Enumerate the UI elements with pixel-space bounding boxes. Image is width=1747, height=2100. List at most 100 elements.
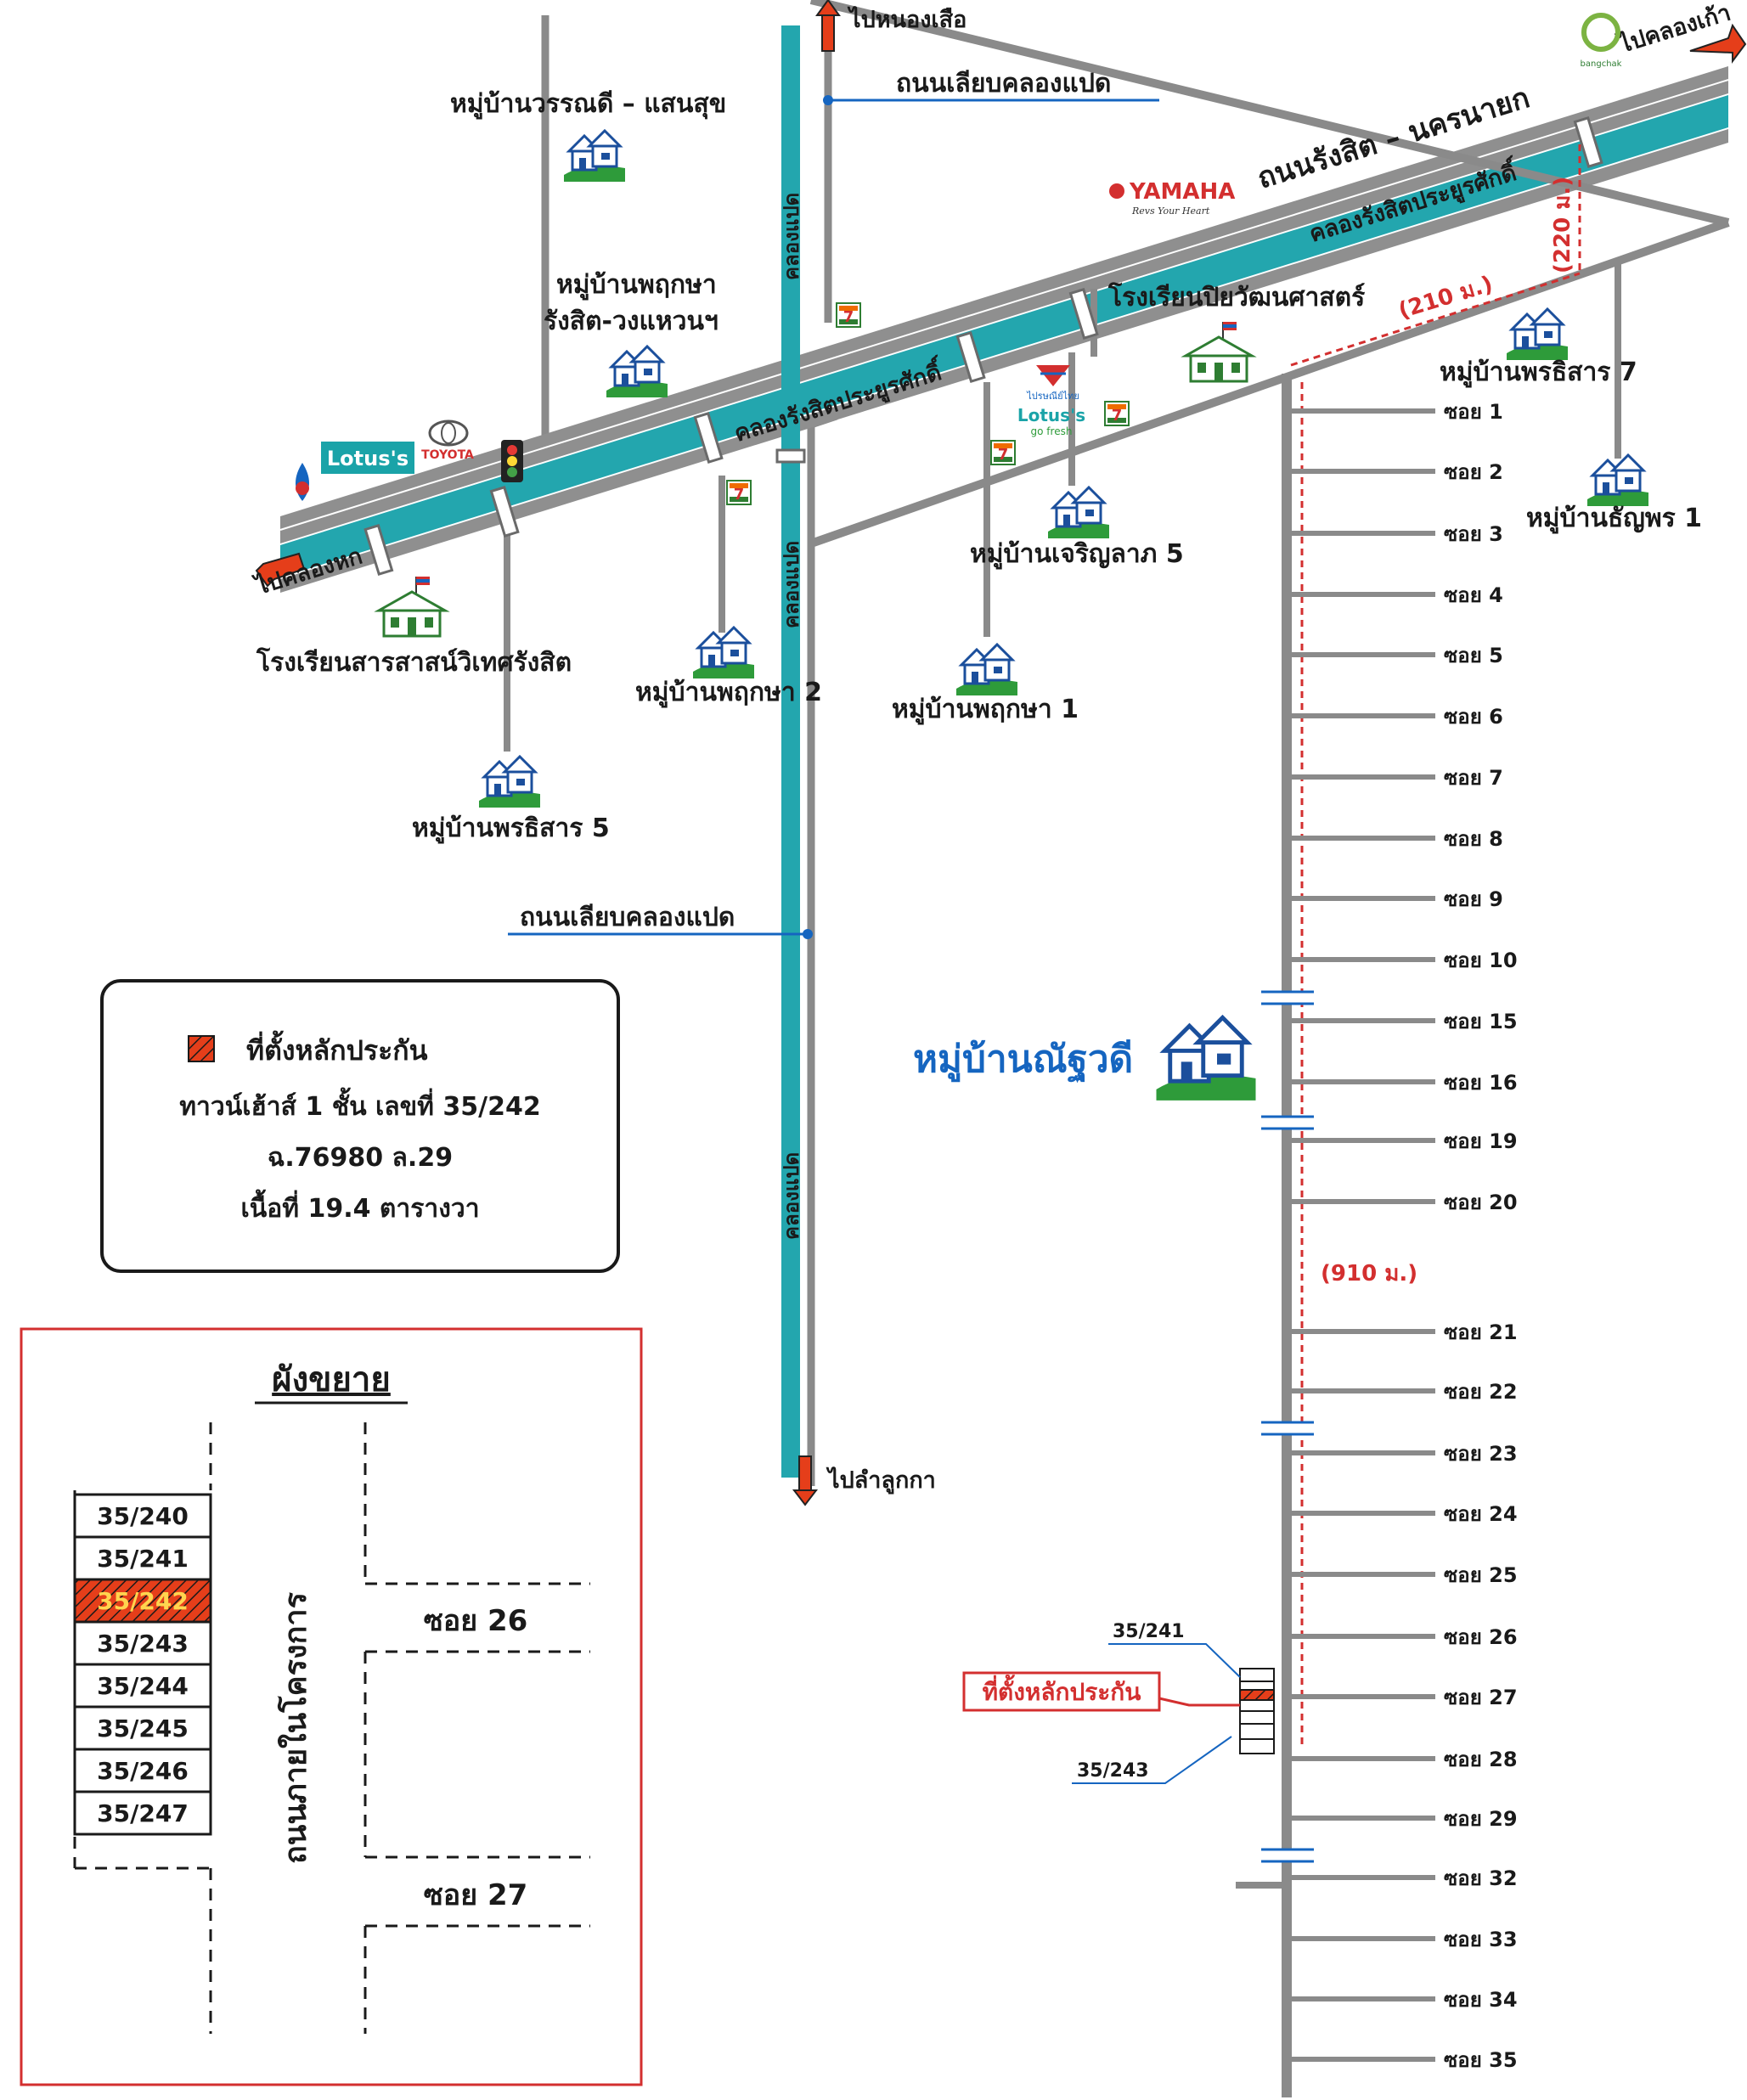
place-pornthisarn7: หมู่บ้านพรธิสาร 7	[1440, 358, 1637, 388]
place-varandee: หมู่บ้านวรรณดี – แสนสุข	[450, 89, 726, 120]
yamaha-logo: YAMAHA Revs Your Heart	[1109, 179, 1235, 217]
inset-map: ผังขยาย 35/240 35/241 35/242 35/243 35/244 35…	[20, 1327, 643, 2086]
frontage-road	[280, 129, 1728, 593]
bangchak-logo: bangchak	[1581, 13, 1622, 69]
lotus-logo-right: Lotus's go fresh	[1017, 405, 1085, 437]
lotus-logo-left: Lotus's	[321, 442, 414, 474]
soi-label: ซอย 4	[1444, 583, 1503, 607]
arrow-east-icon	[1689, 23, 1747, 64]
soi-label: ซอย 28	[1444, 1748, 1518, 1771]
arrow-south-icon	[792, 1455, 819, 1506]
inset-soi26: ซอย 26	[424, 1604, 528, 1638]
svg-text:Lotus's: Lotus's	[327, 447, 409, 470]
soi-label: ซอย 1	[1444, 400, 1503, 424]
place-school-piyawat: โรงเรียนปิยวัฒนศาสตร์	[1107, 281, 1365, 312]
arrow-west-icon	[255, 552, 306, 588]
inset-unit	[73, 1620, 212, 1666]
info-box-title: ที่ตั้งหลักประกัน	[246, 1030, 428, 1067]
ptt-logo	[296, 463, 309, 501]
inset-unit	[73, 1748, 212, 1793]
info-box: ที่ตั้งหลักประกัน ทาวน์เฮ้าส์ 1 ชั้น เลข…	[100, 979, 620, 1273]
soi-label: ซอย 8	[1444, 827, 1503, 851]
inset-unit-label: 35/243	[97, 1630, 189, 1658]
inset-unit	[73, 1493, 212, 1539]
soi-label: ซอย 26	[1444, 1625, 1518, 1649]
plot-marker-below: 35/243	[1077, 1760, 1149, 1782]
svg-text:ไปรษณีย์ไทย: ไปรษณีย์ไทย	[1026, 391, 1079, 402]
place-pruksa-rangsit-line1: หมู่บ้านพฤกษา	[556, 270, 717, 301]
place-pruksa-rangsit-line2: รังสิต-วงแหวนฯ	[544, 307, 719, 336]
inset-unit	[73, 1790, 212, 1836]
bridges	[363, 115, 1603, 577]
road-break-markers	[1261, 990, 1314, 1863]
inset-soi27: ซอย 27	[424, 1878, 528, 1912]
inset-inner-road: ถนนภายในโครงการ	[277, 1591, 313, 1864]
soi-label: ซอย 24	[1444, 1502, 1518, 1526]
inset-unit	[73, 1535, 212, 1581]
thailand-post-logo: ไปรษณีย์ไทย	[1026, 365, 1079, 402]
traffic-light-icon	[501, 440, 523, 482]
plot-marker	[1239, 1668, 1275, 1754]
distance-910: (910 ม.)	[1321, 1261, 1417, 1286]
place-nattawadee: หมู่บ้านณัฐวดี	[913, 1038, 1133, 1083]
arrow-north-icon	[815, 0, 841, 52]
khlong8-label-2: คลองแปด	[780, 541, 803, 628]
soi-label: ซอย 34	[1444, 1988, 1518, 2012]
inset-unit	[73, 1663, 212, 1709]
khlong8-label-1: คลองแปด	[780, 193, 803, 280]
distance-220: (220 ม.)	[1550, 177, 1575, 273]
soi-label: ซอย 20	[1444, 1191, 1518, 1214]
svg-text:Revs Your Heart: Revs Your Heart	[1131, 205, 1210, 217]
soi-label: ซอย 19	[1444, 1129, 1518, 1153]
direction-south-label: ไปลำลูกกา	[826, 1467, 936, 1495]
soi-label: ซอย 29	[1444, 1807, 1518, 1831]
soi-label: ซอย 15	[1444, 1010, 1518, 1033]
soi-label: ซอย 25	[1444, 1563, 1518, 1587]
soi-branches: ซอย 1 ซอย 2 ซอย 3 ซอย 4 ซอย 5 ซอย 6 ซอย 7 ซอย 8…	[1287, 400, 1518, 2072]
place-pornthisarn5: หมู่บ้านพรธิสาร 5	[412, 814, 610, 844]
inset-unit-label: 35/244	[97, 1672, 189, 1700]
soi-label: ซอย 6	[1444, 705, 1503, 729]
inset-unit-label: 35/240	[97, 1502, 189, 1530]
inset-unit-label: 35/242	[97, 1587, 189, 1615]
toyota-logo: TOYOTA	[421, 419, 474, 462]
canal-khlong8	[781, 25, 800, 1478]
soi-label: ซอย 3	[1444, 522, 1503, 546]
soi-label: ซอย 2	[1444, 460, 1503, 484]
soi-label: ซอย 9	[1444, 887, 1503, 911]
khlong8-label-3: คลองแปด	[780, 1152, 803, 1240]
soi-label: ซอย 32	[1444, 1866, 1518, 1890]
soi-label: ซอย 21	[1444, 1320, 1518, 1344]
soi-label: ซอย 7	[1444, 766, 1503, 790]
canal-rangsit-prayoonsak	[280, 95, 1728, 577]
road-khlong8-south	[807, 412, 838, 1486]
place-charoenlap5: หมู่บ้านเจริญลาภ 5	[970, 539, 1184, 570]
svg-text:go fresh: go fresh	[1031, 425, 1073, 437]
info-box-line2: ฉ.76980 ล.29	[268, 1143, 453, 1173]
inset-unit-highlight	[73, 1578, 212, 1624]
info-box-line3: เนื้อที่ 19.4 ตารางวา	[240, 1189, 479, 1224]
soi-label: ซอย 5	[1444, 644, 1503, 667]
inset-unit-label: 35/241	[97, 1545, 189, 1573]
direction-north-label: ไปหนองเสือ	[847, 6, 966, 33]
place-school-sarasas: โรงเรียนสารสาสน์วิเทศรังสิต	[256, 646, 572, 678]
soi-label: ซอย 27	[1444, 1686, 1518, 1709]
svg-text:Lotus's: Lotus's	[1017, 405, 1085, 425]
inset-unit-label: 35/246	[97, 1757, 189, 1785]
inset-title: ผังขยาย	[272, 1360, 391, 1399]
inset-unit-label: 35/247	[97, 1799, 189, 1827]
soi-label: ซอย 23	[1444, 1442, 1518, 1466]
soi-label: ซอย 33	[1444, 1928, 1518, 1951]
soi-label: ซอย 16	[1444, 1071, 1518, 1095]
soi-label: ซอย 22	[1444, 1380, 1518, 1404]
svg-text:YAMAHA: YAMAHA	[1129, 179, 1235, 205]
side-road-label-top: ถนนเลียบคลองแปด	[896, 69, 1111, 99]
info-box-line1: ทาวน์เฮ้าส์ 1 ชั้น เลขที่ 35/242	[179, 1087, 540, 1122]
place-pruksa1: หมู่บ้านพฤกษา 1	[892, 695, 1079, 725]
distance-210: (210 ม.)	[1395, 272, 1496, 324]
svg-text:TOYOTA: TOYOTA	[421, 448, 474, 462]
inset-unit-label: 35/245	[97, 1714, 189, 1742]
place-pruksa2: หมู่บ้านพฤกษา 2	[635, 678, 822, 708]
plot-marker-above: 35/241	[1113, 1621, 1185, 1642]
side-road-label-bottom: ถนนเลียบคลองแปด	[520, 903, 735, 932]
